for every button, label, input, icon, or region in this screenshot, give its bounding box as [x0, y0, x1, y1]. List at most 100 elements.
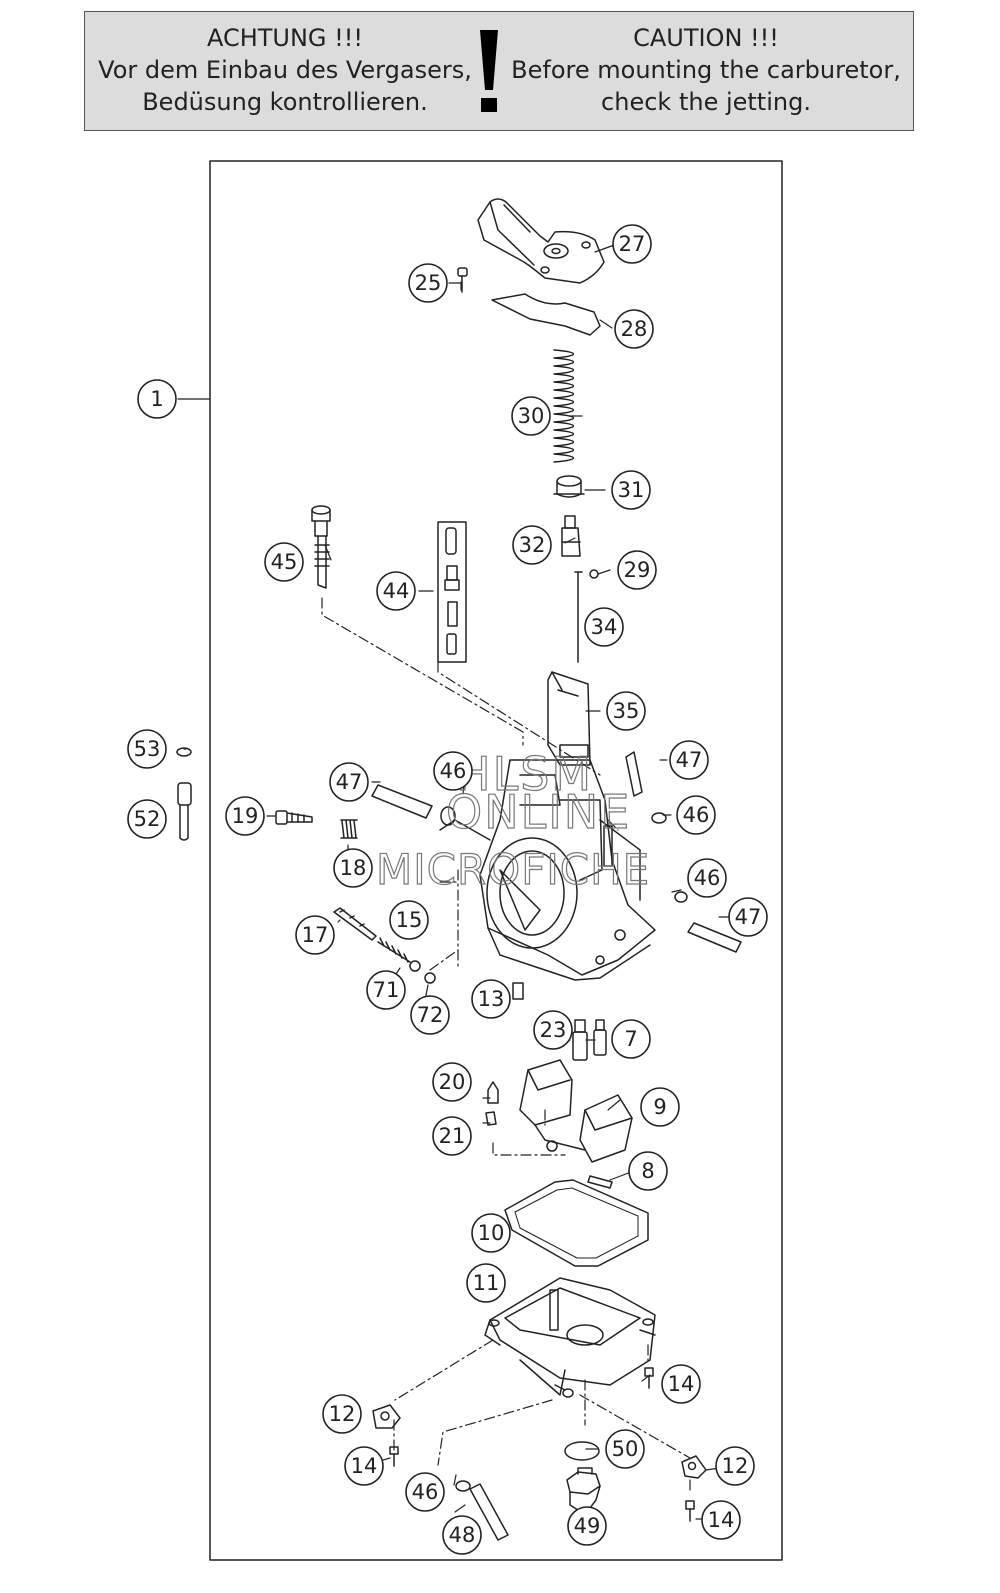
callout-c45: 45 [264, 542, 304, 582]
callout-c18: 18 [333, 848, 373, 888]
callout-label: 32 [519, 533, 546, 557]
callout-label: 19 [232, 804, 259, 828]
callout-circle [127, 729, 167, 769]
warning-german: ACHTUNG !!! Vor dem Einbau des Vergasers… [85, 22, 485, 118]
callout-circle [329, 762, 369, 802]
callout-circle [225, 796, 265, 836]
callout-c14c: 14 [701, 1500, 741, 1540]
callout-c35: 35 [606, 691, 646, 731]
callout-circle [405, 1472, 445, 1512]
callout-c9: 9 [640, 1087, 680, 1127]
part-hose-47b [625, 751, 643, 797]
warning-box: ACHTUNG !!! Vor dem Einbau des Vergasers… [84, 11, 914, 131]
callout-label: 30 [518, 404, 545, 428]
callout-circle [669, 740, 709, 780]
callout-c12a: 12 [322, 1394, 362, 1434]
callout-c7: 7 [611, 1019, 651, 1059]
callout-label: 52 [134, 807, 161, 831]
exclamation-icon [480, 30, 498, 112]
callout-c46a: 46 [433, 751, 473, 791]
callout-label: 53 [134, 737, 161, 761]
callout-label: 10 [478, 1221, 505, 1245]
callout-c12b: 12 [715, 1446, 755, 1486]
part-jet-52 [177, 782, 192, 841]
callout-circle [606, 691, 646, 731]
callout-circle [137, 379, 177, 419]
callout-label: 28 [621, 317, 648, 341]
part-oring-53 [176, 747, 192, 757]
part-slide-35 [547, 671, 591, 766]
callout-label: 50 [612, 1437, 639, 1461]
part-bracket-12a [372, 1404, 401, 1429]
callout-c46c: 46 [687, 858, 727, 898]
part-spring-18 [340, 819, 358, 839]
assembly-frame [209, 160, 783, 1561]
part-gasket-10 [504, 1179, 649, 1267]
callout-circle [715, 1446, 755, 1486]
callout-circle [511, 396, 551, 436]
part-washer-71 [409, 960, 421, 972]
warning-german-line2: Bedüsung kontrollieren. [142, 88, 428, 116]
part-jet-23 [572, 1019, 588, 1061]
callout-c46b: 46 [676, 795, 716, 835]
callout-label: 31 [618, 478, 645, 502]
part-float-9 [519, 1059, 633, 1163]
callout-label: 12 [722, 1454, 749, 1478]
callout-c48: 48 [442, 1515, 482, 1555]
callout-circle [466, 1263, 506, 1303]
callout-c72: 72 [410, 995, 450, 1035]
callout-c11: 11 [466, 1263, 506, 1303]
callout-label: 29 [624, 558, 651, 582]
callout-circle [687, 858, 727, 898]
callout-circle [512, 525, 552, 565]
callout-circle [322, 1394, 362, 1434]
part-screw-19 [275, 810, 313, 825]
callout-circle [408, 263, 448, 303]
callout-circle [433, 751, 473, 791]
callout-circle [432, 1062, 472, 1102]
callout-label: 45 [271, 550, 298, 574]
callout-circle [389, 900, 429, 940]
watermark: HLSM ONLINE MICROFICHE [375, 746, 649, 894]
callout-c31: 31 [611, 470, 651, 510]
part-holder-31 [553, 475, 585, 498]
part-oring-72 [424, 972, 436, 984]
part-clip-21 [485, 1111, 497, 1126]
part-clamp-46c [674, 891, 688, 903]
callout-circle [701, 1500, 741, 1540]
callout-label: 1 [150, 387, 163, 411]
callout-label: 72 [417, 1003, 444, 1027]
callout-circle [640, 1087, 680, 1127]
part-bracket-12b [681, 1455, 707, 1479]
callout-circle [605, 1429, 645, 1469]
callout-label: 8 [641, 1159, 654, 1183]
part-idle-screw-45 [311, 505, 331, 589]
callout-circle [661, 1364, 701, 1404]
callout-circle [533, 1010, 573, 1050]
part-hose-48 [469, 1483, 509, 1541]
part-screw-14b [389, 1446, 399, 1467]
callout-circle [333, 848, 373, 888]
callout-circle [264, 542, 304, 582]
part-jet-set-44 [437, 521, 467, 663]
warning-english: CAUTION !!! Before mounting the carburet… [501, 22, 911, 118]
callout-label: 47 [676, 748, 703, 772]
callout-c8: 8 [628, 1151, 668, 1191]
callout-label: 46 [440, 759, 467, 783]
callout-label: 35 [613, 699, 640, 723]
callout-c13: 13 [471, 979, 511, 1019]
callout-label: 11 [473, 1271, 500, 1295]
callout-label: 13 [478, 987, 505, 1011]
callout-circle [728, 897, 768, 937]
callout-label: 9 [653, 1095, 666, 1119]
part-hose-47c [687, 922, 742, 953]
callout-c10: 10 [471, 1213, 511, 1253]
part-drain-plug-49 [566, 1467, 601, 1511]
callout-c29: 29 [617, 550, 657, 590]
callout-c25: 25 [408, 263, 448, 303]
part-hose-47a [371, 784, 433, 819]
callout-c46d: 46 [405, 1472, 445, 1512]
callout-circle [611, 470, 651, 510]
part-spring-30 [553, 349, 575, 463]
